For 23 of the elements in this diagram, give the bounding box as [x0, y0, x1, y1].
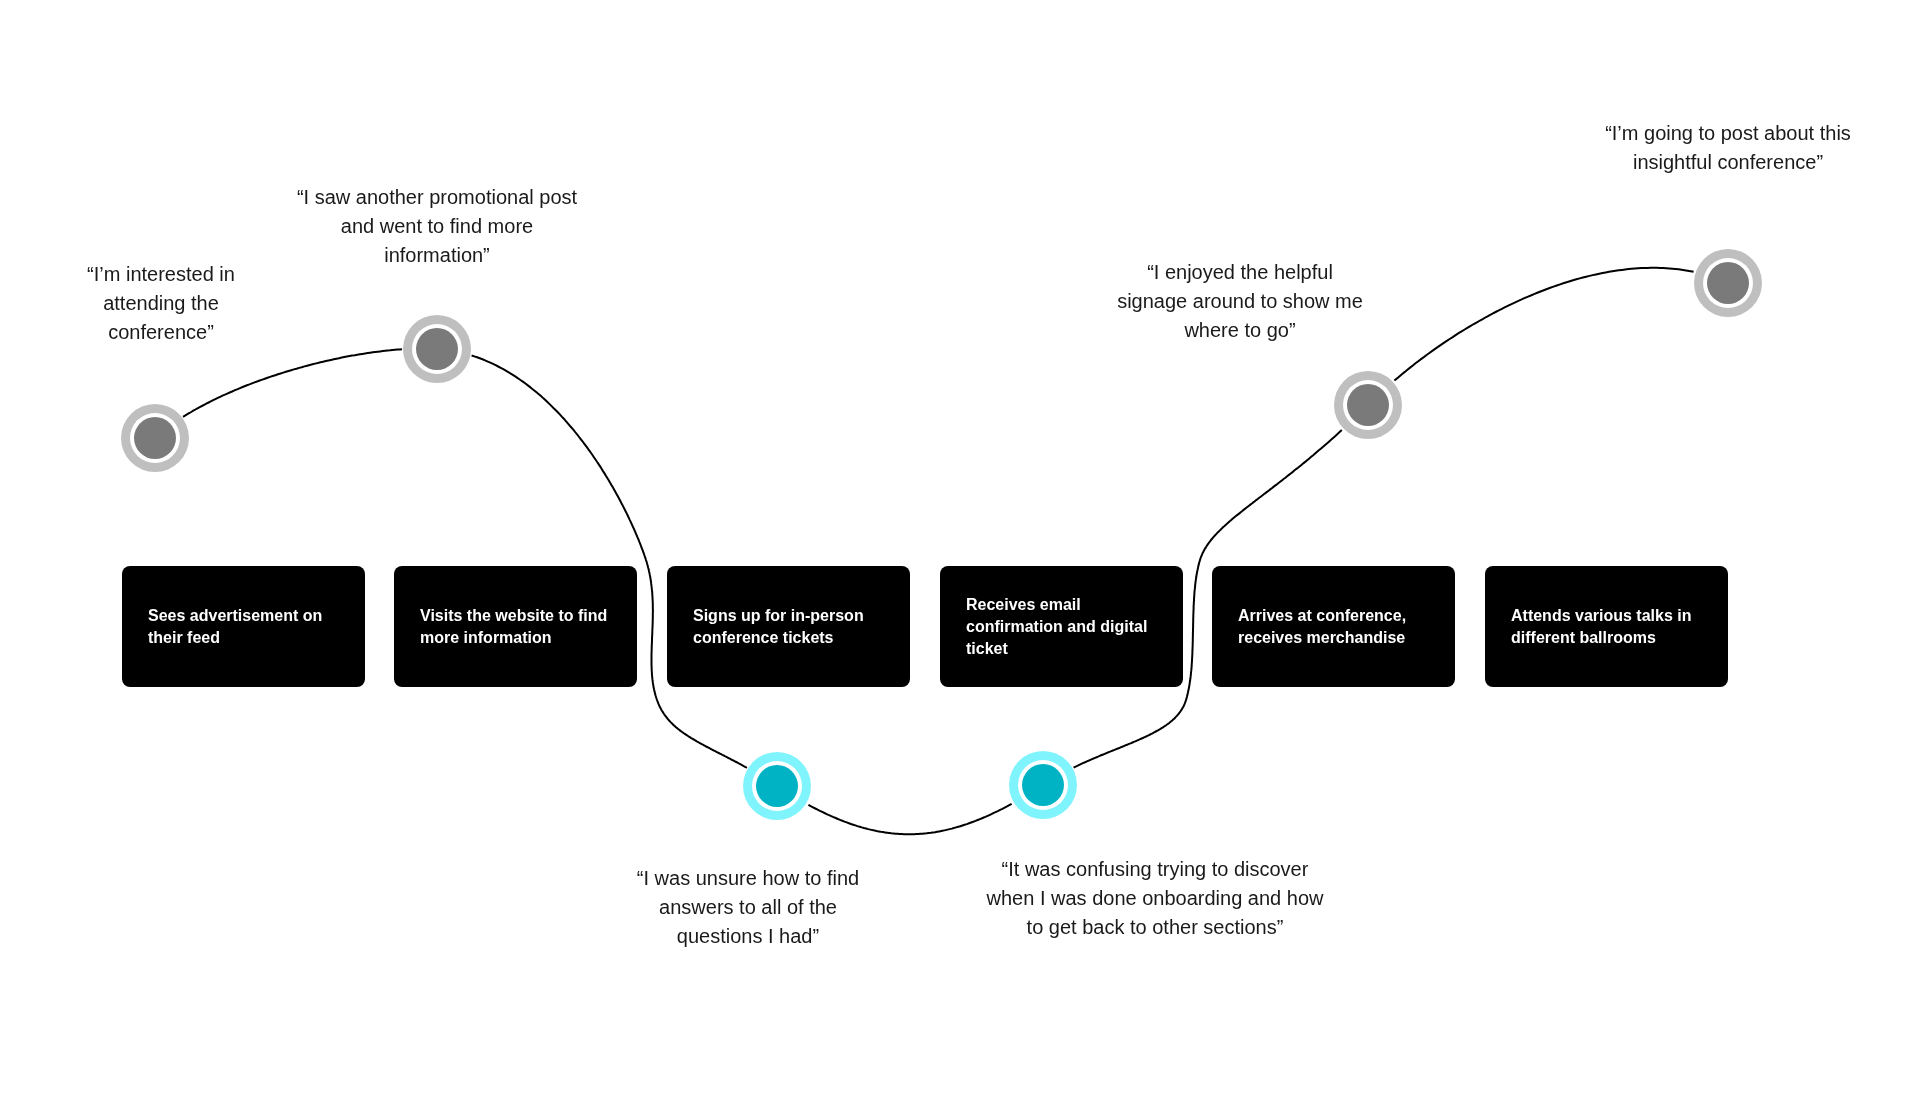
step-description: Arrives at conference, receives merchandise — [1238, 605, 1408, 648]
journey-line — [182, 348, 403, 418]
quote-text: “I saw another promotional post and went to find more information” — [295, 185, 579, 268]
quote-text: “I’m interested in attending the conference” — [86, 262, 236, 345]
step-card — [122, 566, 365, 687]
journey-line — [1072, 429, 1343, 769]
step-description: Visits the website to find more information — [420, 605, 609, 648]
step-description: Signs up for in-person conference tickets — [693, 605, 865, 648]
step-card — [1212, 566, 1455, 687]
journey-line — [807, 802, 1013, 836]
journey-line — [470, 354, 748, 769]
step-card — [940, 566, 1183, 687]
quote-text: “It was confusing trying to discover when I was done onboarding and how to get back to other sections” — [985, 857, 1325, 940]
step-card — [667, 566, 910, 687]
quote-text: “I was unsure how to find answers to all of the questions I had” — [635, 866, 861, 949]
quote-text: “I enjoyed the helpful signage around to show me where to go” — [1116, 260, 1364, 343]
step-description: Sees advertisement on their feed — [148, 605, 324, 648]
step-description: Receives email confirmation and digital ticket — [966, 594, 1149, 659]
quote-text: “I’m going to post about this insightful conference” — [1604, 121, 1852, 175]
step-card — [1485, 566, 1728, 687]
journey-line — [1393, 266, 1695, 382]
step-description: Attends various talks in different ballrooms — [1511, 605, 1693, 648]
step-card — [394, 566, 637, 687]
